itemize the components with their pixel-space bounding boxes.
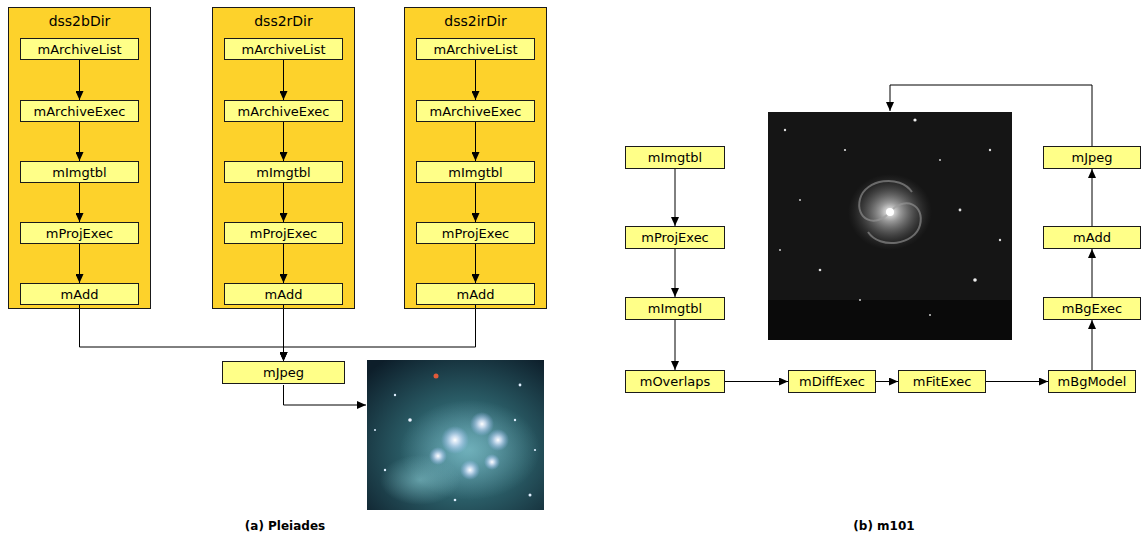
- process-name: mJpeg: [263, 365, 304, 380]
- directory-group: dss2bDir mArchiveList mArchiveExec mImgtbl m…: [8, 7, 151, 309]
- output-arrow: [284, 385, 367, 405]
- process-box: mJpeg: [222, 361, 345, 384]
- process-name: mArchiveExec: [430, 104, 522, 119]
- process-box: mProjExec: [416, 222, 535, 244]
- process-name: mArchiveList: [241, 42, 325, 57]
- process-box: mImgtbl: [224, 161, 343, 183]
- group-title: dss2irDir: [405, 13, 546, 29]
- flow-arrow: [283, 244, 284, 283]
- flow-arrow: [986, 381, 1048, 382]
- process-box: mBgModel: [1048, 370, 1136, 393]
- subfigure-caption: (a) Pleiades: [245, 519, 325, 533]
- process-box: mJpeg: [1043, 146, 1141, 169]
- m101-image: [768, 112, 1012, 340]
- flow-arrow: [475, 183, 476, 222]
- process-box: mAdd: [224, 283, 343, 305]
- process-box: mAdd: [416, 283, 535, 305]
- process-box: mProjExec: [224, 222, 343, 244]
- pleiades-image: [367, 360, 544, 510]
- process-box: mAdd: [20, 283, 139, 305]
- process-box: mImgtbl: [625, 297, 725, 320]
- directory-group: dss2rDir mArchiveList mArchiveExec mImgtbl m…: [212, 7, 355, 309]
- flow-arrow: [79, 183, 80, 222]
- flow-arrow: [283, 60, 284, 100]
- process-box: mArchiveList: [416, 38, 535, 60]
- process-name: mJpeg: [1072, 150, 1113, 165]
- process-name: mImgtbl: [648, 150, 702, 165]
- flow-arrow: [475, 60, 476, 100]
- process-name: mProjExec: [442, 226, 510, 241]
- process-name: mFitExec: [913, 374, 972, 389]
- process-name: mProjExec: [46, 226, 114, 241]
- process-name: mImgtbl: [648, 301, 702, 316]
- process-name: mImgtbl: [52, 165, 106, 180]
- subfigure-caption: (b) m101: [853, 519, 914, 533]
- flow-arrow: [283, 183, 284, 222]
- flow-arrow: [725, 381, 788, 382]
- process-name: mAdd: [61, 287, 99, 302]
- flow-arrow: [79, 60, 80, 100]
- process-name: mAdd: [265, 287, 303, 302]
- flow-arrow: [475, 122, 476, 161]
- flow-arrow: [79, 122, 80, 161]
- process-name: mArchiveExec: [34, 104, 126, 119]
- flow-arrow: [79, 244, 80, 283]
- process-name: mBgExec: [1062, 301, 1123, 316]
- container-fill: [404, 7, 547, 309]
- process-box: mArchiveExec: [224, 100, 343, 122]
- flow-arrow: [876, 381, 898, 382]
- directory-group: dss2irDir mArchiveList mArchiveExec mImgtbl…: [404, 7, 547, 309]
- process-box: mDiffExec: [788, 370, 876, 393]
- process-name: mDiffExec: [799, 374, 865, 389]
- process-name: mOverlaps: [640, 374, 711, 389]
- process-box: mProjExec: [625, 226, 725, 249]
- process-box: mImgtbl: [20, 161, 139, 183]
- process-name: mProjExec: [641, 230, 709, 245]
- process-name: mArchiveList: [37, 42, 121, 57]
- flow-arrow: [80, 305, 284, 361]
- group-title: dss2rDir: [213, 13, 354, 29]
- process-box: mImgtbl: [416, 161, 535, 183]
- container-fill: [8, 7, 151, 309]
- flow-arrow: [283, 122, 284, 161]
- flow-arrow: [675, 169, 676, 226]
- flow-arrow: [1092, 169, 1093, 226]
- group-title: dss2bDir: [9, 13, 150, 29]
- flow-arrow: [284, 305, 476, 361]
- container-fill: [212, 7, 355, 309]
- flow-arrow: [1092, 249, 1093, 297]
- process-name: mProjExec: [250, 226, 318, 241]
- flow-arrow: [475, 244, 476, 283]
- flow-arrow: [675, 249, 676, 297]
- output-arrow: [890, 85, 1092, 146]
- process-box: mAdd: [1043, 226, 1141, 249]
- process-box: mArchiveExec: [416, 100, 535, 122]
- flow-arrow: [1092, 320, 1093, 370]
- process-box: mArchiveList: [20, 38, 139, 60]
- process-name: mAdd: [1073, 230, 1111, 245]
- process-box: mProjExec: [20, 222, 139, 244]
- process-box: mArchiveExec: [20, 100, 139, 122]
- process-name: mImgtbl: [256, 165, 310, 180]
- flow-arrow: [675, 320, 676, 370]
- process-name: mArchiveList: [433, 42, 517, 57]
- process-name: mImgtbl: [448, 165, 502, 180]
- process-box: mFitExec: [898, 370, 986, 393]
- process-box: mBgExec: [1043, 297, 1141, 320]
- process-box: mImgtbl: [625, 146, 725, 169]
- process-name: mBgModel: [1058, 374, 1127, 389]
- process-box: mOverlaps: [625, 370, 725, 393]
- process-name: mAdd: [457, 287, 495, 302]
- process-box: mArchiveList: [224, 38, 343, 60]
- process-name: mArchiveExec: [238, 104, 330, 119]
